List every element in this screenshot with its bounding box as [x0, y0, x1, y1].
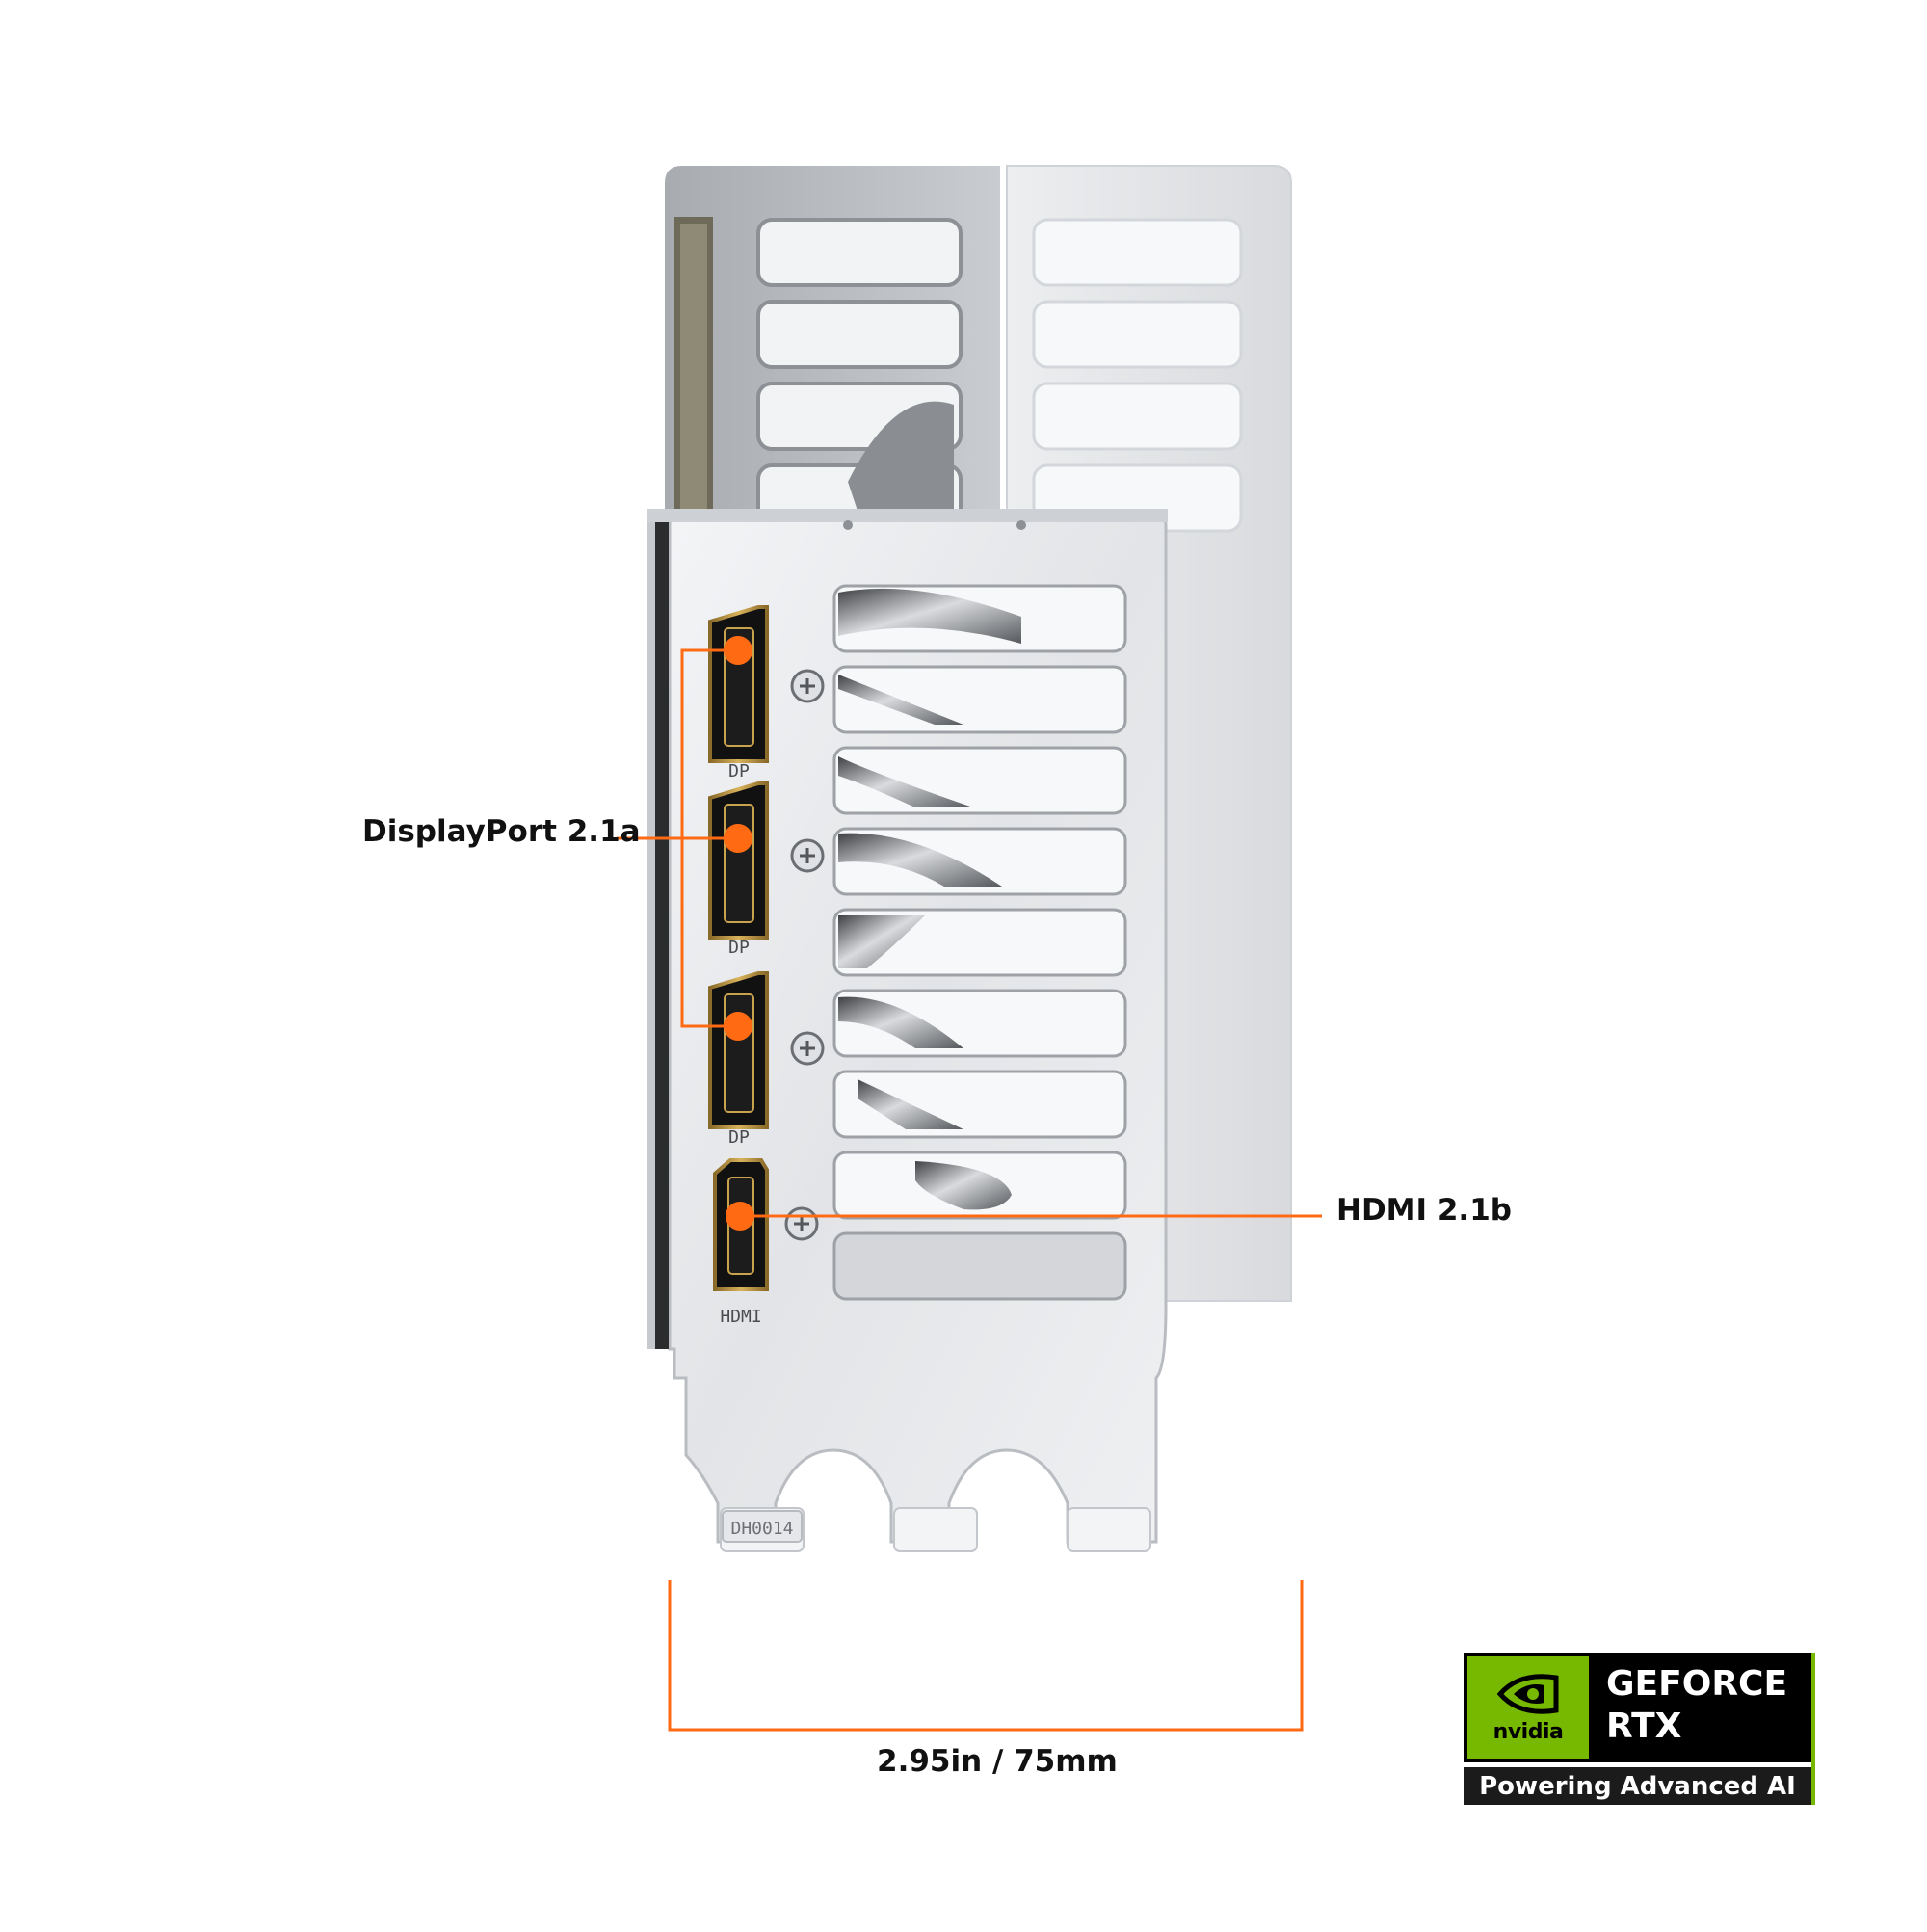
nvidia-wordmark: nvidia: [1492, 1720, 1564, 1744]
hdmi-marking: HDMI: [720, 1307, 761, 1327]
dimension-bracket: [668, 1580, 1304, 1732]
width-dimension-label: 2.95in / 75mm: [877, 1744, 1118, 1779]
badge-tagline: Powering Advanced AI: [1479, 1772, 1796, 1801]
badge-geforce-text: GEFORCE: [1606, 1664, 1788, 1704]
hdmi-label: HDMI 2.1b: [1336, 1193, 1512, 1228]
dp-marker-dot-1: [724, 636, 752, 665]
dp-marking-2: DP: [728, 938, 750, 958]
displayport-callout: [617, 636, 752, 1041]
badge-green-accent: [1811, 1653, 1815, 1805]
screw-2: [790, 838, 825, 873]
nvidia-logo: nvidia: [1467, 1656, 1589, 1759]
nvidia-eye-icon: [1496, 1674, 1559, 1714]
badge-top-panel: nvidia GEFORCE RTX: [1464, 1653, 1815, 1762]
screw-1: [790, 669, 825, 703]
dp-marker-dot-3: [724, 1012, 752, 1041]
hdmi-marker-dot: [726, 1202, 754, 1231]
displayport-label: DisplayPort 2.1a: [362, 814, 641, 849]
geforce-rtx-badge: nvidia GEFORCE RTX Powering Advanced AI: [1464, 1653, 1815, 1805]
hdmi-callout: [726, 1202, 1322, 1231]
displayport-port-2: [708, 781, 769, 940]
dp-marker-dot-2: [724, 824, 752, 853]
displayport-port-1: [708, 605, 769, 763]
screw-4: [784, 1206, 819, 1241]
badge-bottom-panel: Powering Advanced AI: [1464, 1767, 1815, 1805]
dp-marking-3: DP: [728, 1127, 750, 1148]
displayport-port-3: [708, 971, 769, 1129]
bracket-vents: [832, 584, 1127, 1301]
dp-marking-1: DP: [728, 761, 750, 781]
bracket-code: DH0014: [730, 1519, 793, 1539]
badge-rtx-text: RTX: [1606, 1707, 1682, 1746]
screw-3: [790, 1031, 825, 1066]
bracket-code-plate: DH0014: [722, 1510, 803, 1543]
